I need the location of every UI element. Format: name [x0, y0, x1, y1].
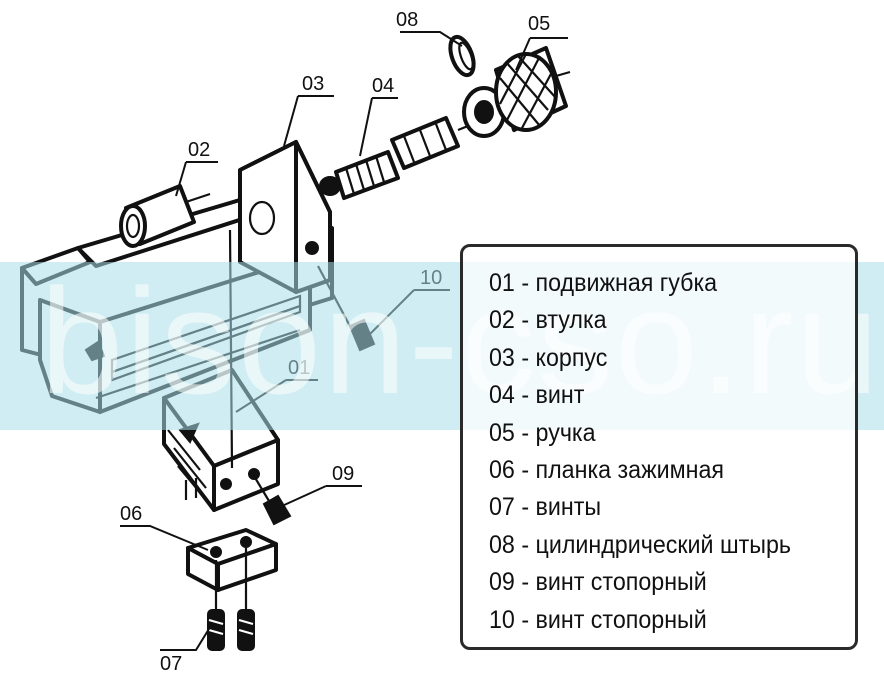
legend-item-03: 03 - корпус	[489, 343, 608, 372]
legend-item-04: 04 - винт	[489, 381, 585, 410]
part-clamp-plate	[186, 528, 278, 592]
legend-item-09: 09 - винт стопорный	[489, 568, 707, 597]
legend-item-06: 06 - планка зажимная	[489, 456, 724, 485]
part-screws	[207, 536, 255, 651]
legend-item-01: 01 - подвижная губка	[489, 269, 718, 297]
callout-03: 03	[302, 73, 324, 95]
part-bushing	[119, 184, 211, 248]
legend-item-10: 10 - винт стопорный	[489, 605, 707, 634]
part-set-screw-09	[253, 475, 292, 526]
callout-02: 02	[188, 139, 210, 161]
callout-09: 09	[332, 463, 354, 485]
legend-item-05: 05 - ручка	[489, 418, 596, 447]
part-handle	[462, 46, 571, 138]
callout-06: 06	[120, 503, 142, 525]
callout-07: 07	[160, 653, 182, 675]
legend-item-02: 02 - втулка	[489, 306, 607, 335]
part-screw	[319, 116, 479, 200]
legend-item-08: 08 - цилиндрический штырь	[489, 530, 792, 559]
legend-item-07: 07 - винты	[489, 493, 602, 522]
callout-04: 04	[372, 75, 394, 97]
callout-05: 05	[528, 13, 550, 35]
part-pin	[448, 34, 476, 78]
parts-legend: 01 - подвижная губка 02 - втулка 03 - ко…	[460, 244, 858, 650]
callout-08: 08	[396, 9, 418, 31]
